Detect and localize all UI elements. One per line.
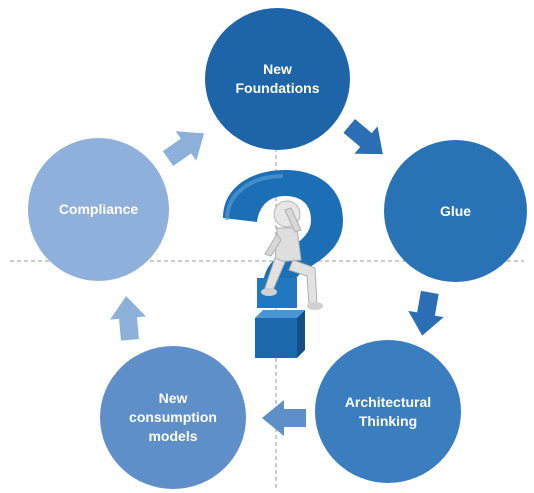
- arrow-architectural-to-consumption-icon: [262, 400, 306, 436]
- arrow-foundations-to-glue-icon: [343, 118, 383, 155]
- node-architectural-thinking: Architectural Thinking: [315, 340, 461, 483]
- node-new-foundations: New Foundations: [205, 8, 350, 150]
- label-line: Thinking: [358, 412, 418, 429]
- arrow-glue-to-architectural-icon: [408, 290, 444, 336]
- label-line: Glue: [439, 202, 472, 219]
- label-line: models: [148, 428, 198, 444]
- question-mark-thinker-icon: [223, 170, 343, 358]
- label-line: Foundations: [235, 80, 320, 96]
- node-new-consumption-models: New consumption models: [100, 346, 246, 489]
- label-line: New: [158, 390, 188, 406]
- arrow-compliance-to-foundations-icon: [162, 131, 205, 166]
- label-line: Architectural: [344, 393, 432, 410]
- node-new-foundations-label: New Foundations: [236, 60, 320, 98]
- node-new-consumption-models-label: New consumption models: [129, 389, 217, 446]
- arrow-consumption-to-compliance-icon: [110, 296, 146, 341]
- node-glue-label: Glue: [440, 202, 471, 221]
- node-compliance-label: Compliance: [59, 200, 138, 219]
- label-line: New: [263, 61, 292, 77]
- label-line: Compliance: [58, 201, 139, 217]
- node-compliance: Compliance: [28, 138, 169, 281]
- label-line: consumption: [129, 409, 217, 425]
- node-glue: Glue: [384, 140, 527, 282]
- node-architectural-thinking-label: Architectural Thinking: [345, 393, 431, 431]
